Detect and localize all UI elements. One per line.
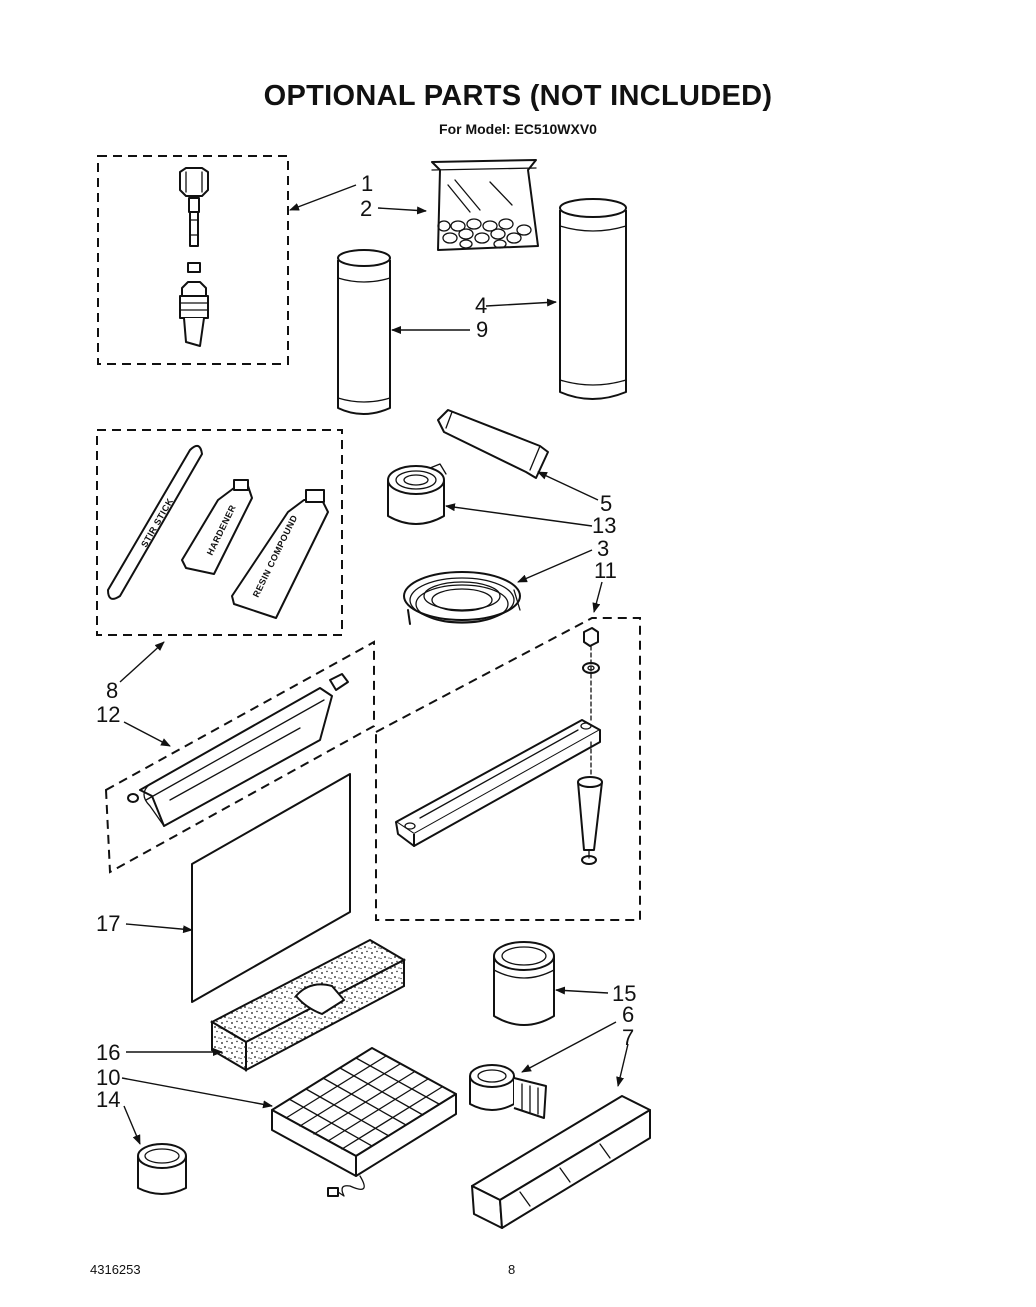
part-5-tube — [437, 409, 549, 479]
callout-3: 3 — [597, 536, 609, 561]
leader-lines — [119, 184, 629, 1145]
part-15-can — [493, 941, 555, 1026]
part-14-small-can — [137, 1143, 187, 1195]
callout-13: 13 — [592, 513, 616, 538]
part-10-heater-grid — [271, 1047, 457, 1197]
part-9-spray-can — [337, 249, 391, 415]
callout-5: 5 — [600, 491, 612, 516]
part-4-spray-can — [559, 198, 627, 400]
part-8-repair-kit: STIR STICK HARDENER RESIN COMPOUND — [96, 429, 343, 636]
callout-2: 2 — [360, 196, 372, 221]
callout-9: 9 — [476, 317, 488, 342]
callout-11: 11 — [594, 558, 617, 583]
part-7-strip — [471, 1095, 651, 1229]
callout-16: 16 — [96, 1040, 120, 1065]
callout-6: 6 — [622, 1002, 634, 1027]
page-number: 8 — [508, 1262, 516, 1277]
part-12-dashed-box — [104, 640, 375, 874]
resin-compound-tube — [231, 499, 329, 619]
callout-12: 12 — [96, 702, 120, 727]
document-number: 4316253 — [90, 1262, 141, 1277]
callout-10: 10 — [96, 1065, 120, 1090]
callout-4: 4 — [475, 293, 487, 318]
part-1-valve-kit — [97, 155, 289, 365]
callout-15: 15 — [612, 981, 636, 1006]
callout-14: 14 — [96, 1087, 120, 1112]
callout-7: 7 — [622, 1025, 634, 1050]
part-11-leveling-kit — [375, 617, 641, 921]
part-8-dashed-box — [96, 429, 343, 636]
part-6-tape-roll — [469, 1064, 547, 1119]
callout-8: 8 — [106, 678, 118, 703]
part-17-panel — [191, 773, 351, 1003]
part-11-dashed-box — [375, 617, 641, 921]
page-title: OPTIONAL PARTS (NOT INCLUDED) — [263, 80, 773, 112]
part-3-wire-coil — [403, 571, 521, 625]
part-12-bracket-panel — [104, 640, 375, 874]
callout-17: 17 — [96, 911, 120, 936]
model-subtitle: For Model: EC510WXV0 — [439, 121, 597, 137]
part-1-dashed-box — [97, 155, 289, 365]
callout-1: 1 — [361, 171, 373, 196]
stir-stick — [107, 444, 203, 600]
part-2-oring-bag — [431, 159, 539, 251]
callout-labels: 1 2 3 4 5 6 7 8 9 10 11 12 13 14 15 16 1… — [96, 171, 636, 1112]
part-13-tape-roll — [387, 463, 447, 525]
part-16-foam-block — [209, 938, 407, 1072]
